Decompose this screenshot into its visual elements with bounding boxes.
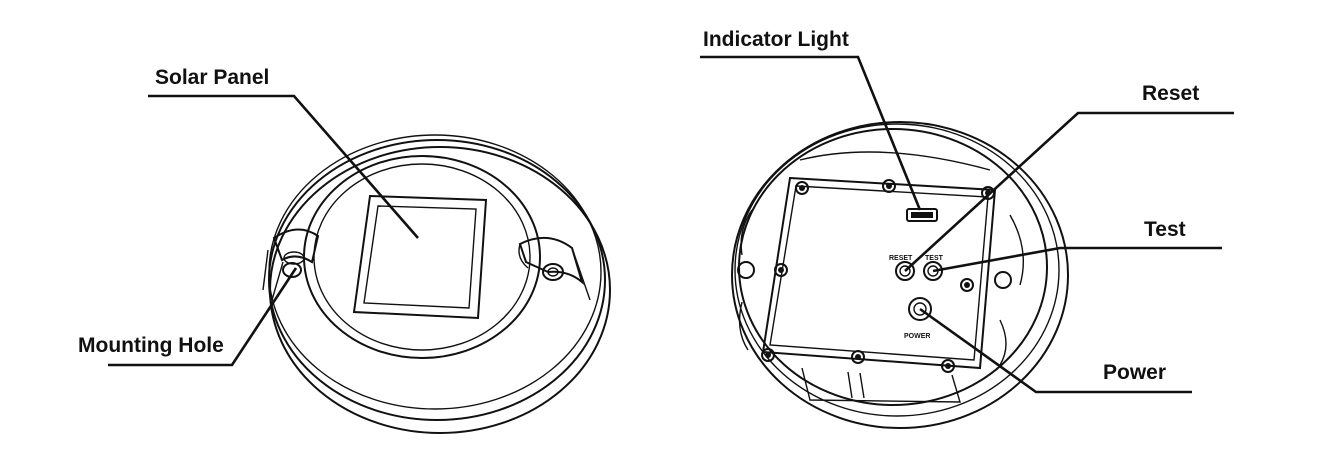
label-mounting-hole: Mounting Hole	[78, 334, 224, 357]
screw	[851, 350, 865, 364]
device-bottom-view: RESET TEST POWER	[731, 121, 1069, 429]
label-indicator-light: Indicator Light	[703, 28, 849, 51]
label-solar-panel: Solar Panel	[155, 66, 269, 89]
screw	[941, 359, 955, 373]
reset-button-shape	[895, 261, 915, 281]
device-top-view	[262, 134, 611, 434]
mounting-hole-left	[262, 228, 320, 301]
solar-panel-shape	[352, 194, 488, 320]
power-mark: POWER	[904, 333, 930, 340]
leader-lines	[108, 55, 1234, 394]
label-test: Test	[1144, 218, 1186, 241]
power-button-shape	[908, 297, 932, 321]
mounting-hole-right	[518, 237, 591, 301]
screw	[960, 278, 974, 292]
screw	[795, 181, 809, 195]
screw	[882, 179, 896, 193]
label-reset: Reset	[1142, 82, 1199, 105]
screw	[761, 348, 775, 362]
test-mark: TEST	[925, 255, 944, 262]
screw	[774, 263, 788, 277]
label-power: Power	[1103, 361, 1166, 384]
indicator-light-shape	[906, 208, 938, 222]
reset-mark: RESET	[889, 255, 913, 262]
